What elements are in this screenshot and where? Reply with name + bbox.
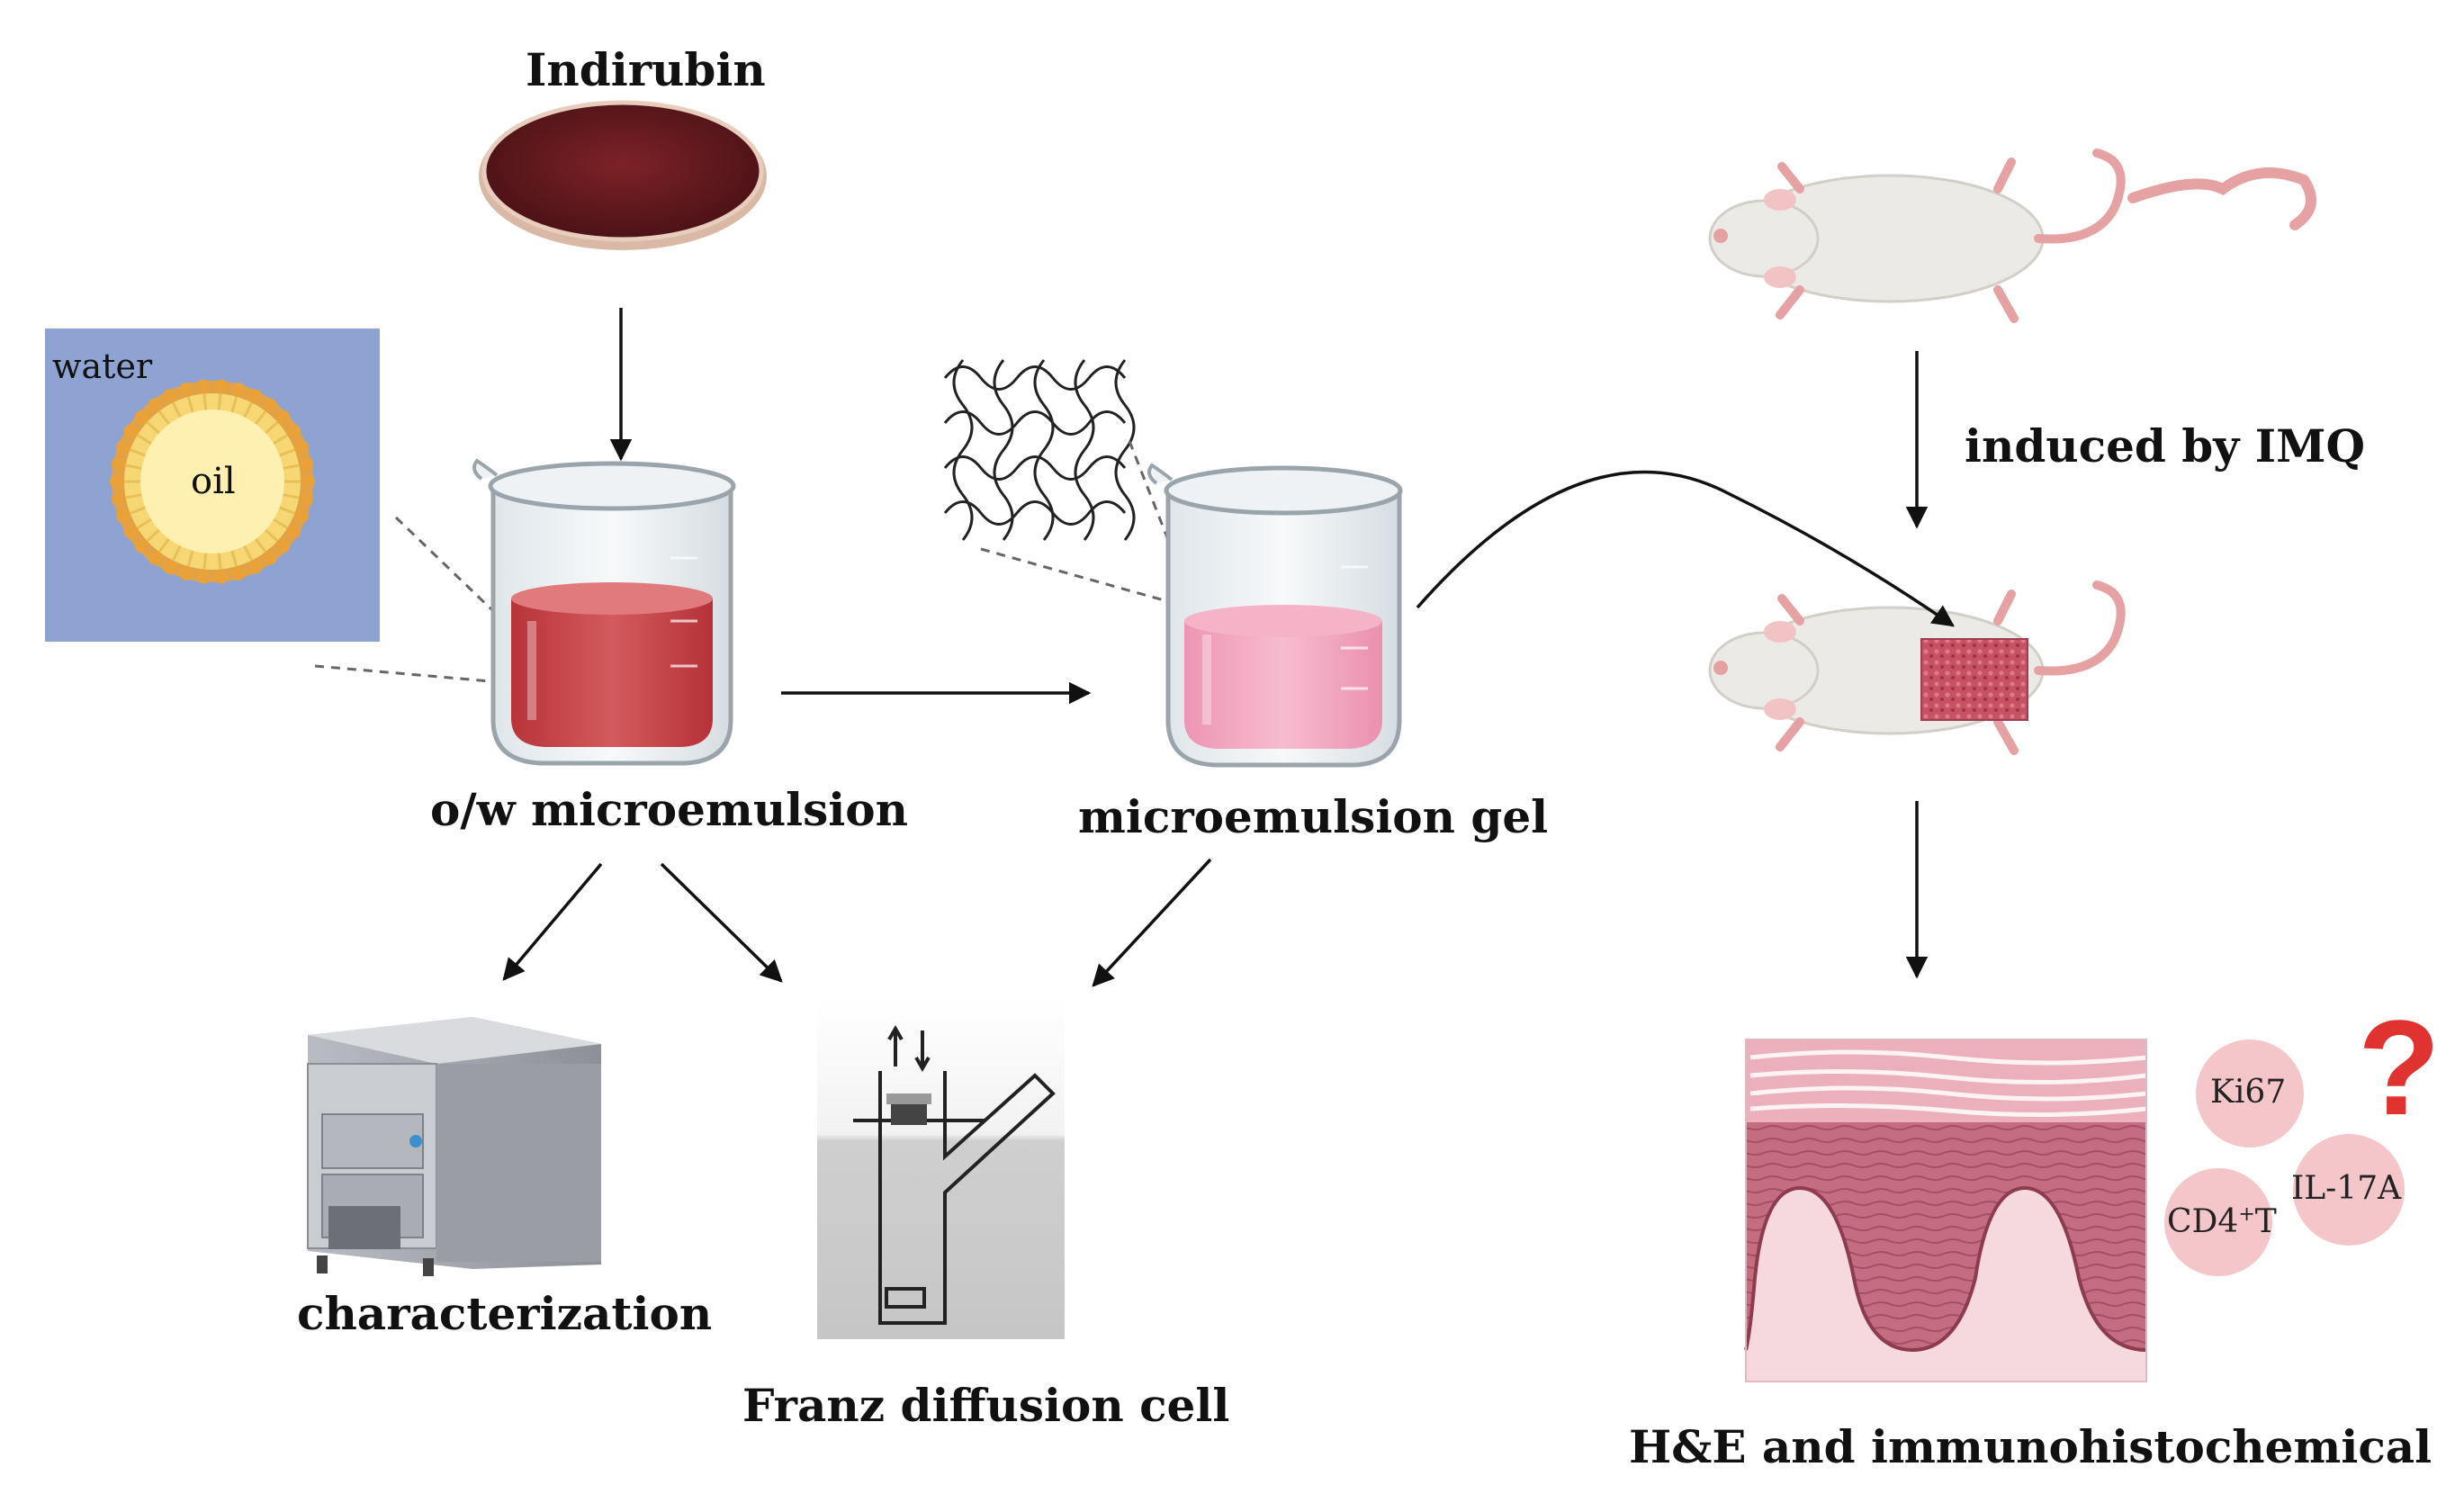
surfactant-head xyxy=(111,491,126,507)
label-ow-microemulsion: o/w microemulsion xyxy=(430,783,909,836)
mouse-icon xyxy=(1708,148,2316,323)
surfactant-head xyxy=(231,565,247,580)
surfactant-tail xyxy=(186,396,194,413)
surfactant-head xyxy=(134,410,149,425)
surfactant-tail xyxy=(230,396,238,413)
surfactant-head xyxy=(275,410,291,425)
label-oil: oil xyxy=(191,461,236,502)
marker-il17a: IL-17A xyxy=(2291,1170,2402,1207)
label-franz-diffusion-cell: Franz diffusion cell xyxy=(742,1379,1230,1432)
question-mark: ? xyxy=(2358,992,2441,1143)
surfactant-head xyxy=(213,569,229,584)
surfactant-head xyxy=(178,565,193,580)
surfactant-tail xyxy=(146,420,160,435)
surfactant-tail xyxy=(243,401,254,418)
surfactant-head xyxy=(293,508,309,524)
surfactant-head xyxy=(231,382,247,398)
surfactant-tail xyxy=(136,434,152,446)
surfactant-tail xyxy=(125,493,142,500)
surfactant-tail xyxy=(279,448,295,457)
surfactant-head xyxy=(275,538,291,554)
il17a-circle xyxy=(2293,1134,2405,1246)
surfactant-head xyxy=(293,439,309,454)
surfactant-tail xyxy=(283,464,300,470)
surfactant-tail xyxy=(273,434,289,446)
water-oil-micelle-icon xyxy=(45,328,380,642)
mouse-icon xyxy=(1708,580,2126,755)
surfactant-head xyxy=(213,379,229,394)
surfactant-head xyxy=(162,559,177,574)
analyzer-instrument-icon xyxy=(307,1017,601,1276)
surfactant-tail xyxy=(255,410,267,426)
surfactant-tail xyxy=(146,528,160,543)
flow-arrows xyxy=(502,308,1956,987)
surfactant-head xyxy=(148,550,163,565)
surfactant-head xyxy=(162,389,177,404)
surfactant-head xyxy=(134,538,149,554)
label-characterization: characterization xyxy=(297,1287,713,1340)
marker-cd4-sup: + xyxy=(2238,1203,2255,1226)
surfactant-tail xyxy=(217,553,222,570)
surfactant-head xyxy=(123,424,139,439)
marker-cd4t: CD4+T xyxy=(2167,1203,2277,1240)
petri-dish-icon xyxy=(479,100,767,250)
surfactant-head xyxy=(148,398,163,413)
surfactant-tail xyxy=(217,393,222,410)
surfactant-tail xyxy=(125,464,142,470)
surfactant-head xyxy=(178,382,193,398)
polymer-network-icon xyxy=(943,359,1136,541)
surfactant-tail xyxy=(202,393,208,410)
skin-tissue-icon xyxy=(1744,1039,2147,1382)
surfactant-tail xyxy=(265,420,279,435)
surfactant-tail xyxy=(130,506,146,515)
surfactant-tail xyxy=(186,550,194,567)
label-microemulsion-gel: microemulsion gel xyxy=(1078,790,1549,843)
ki67-circle xyxy=(2196,1040,2304,1148)
surfactant-head xyxy=(111,456,126,472)
surfactant-tail xyxy=(171,544,182,562)
marker-ki67: Ki67 xyxy=(2210,1074,2287,1111)
surfactant-head xyxy=(299,456,314,472)
label-water: water xyxy=(52,346,153,386)
surfactant-head xyxy=(247,389,263,404)
surfactant-head xyxy=(196,569,211,584)
surfactant-head xyxy=(286,524,301,539)
surfactant-head xyxy=(262,550,277,565)
surfactant-tail xyxy=(273,518,289,529)
surfactant-head xyxy=(123,524,139,539)
surfactant-head xyxy=(262,398,277,413)
surfactant-tail xyxy=(157,410,170,426)
surfactant-head xyxy=(301,474,315,489)
beaker-icon xyxy=(472,458,736,766)
surfactant-tail xyxy=(279,506,295,515)
label-he-immunohistochemical: H&E and immunohistochemical xyxy=(1629,1420,2433,1473)
surfactant-tail xyxy=(171,401,182,418)
surfactant-head xyxy=(116,508,131,524)
surfactant-tail xyxy=(136,518,152,529)
surfactant-tail xyxy=(283,493,300,500)
surfactant-tail xyxy=(202,553,208,570)
label-induced-by-imq: induced by IMQ xyxy=(1965,419,2365,472)
surfactant-tail xyxy=(230,550,238,567)
surfactant-head xyxy=(110,474,124,489)
label-indirubin: Indirubin xyxy=(526,43,766,96)
surfactant-tail xyxy=(265,528,279,543)
beaker-icon xyxy=(1147,463,1403,768)
surfactant-tail xyxy=(130,448,146,457)
surfactant-tail xyxy=(243,544,254,562)
surfactant-head xyxy=(196,379,211,394)
surfactant-head xyxy=(286,424,301,439)
surfactant-head xyxy=(247,559,263,574)
marker-cd4-tail: T xyxy=(2254,1203,2277,1240)
franz-cell-icon xyxy=(817,997,1065,1339)
surfactant-head xyxy=(116,439,131,454)
cd4t-circle xyxy=(2164,1168,2272,1276)
surfactant-tail xyxy=(255,537,267,554)
surfactant-tail xyxy=(157,537,170,554)
marker-cd4-text: CD4 xyxy=(2167,1203,2239,1240)
surfactant-head xyxy=(299,491,314,507)
